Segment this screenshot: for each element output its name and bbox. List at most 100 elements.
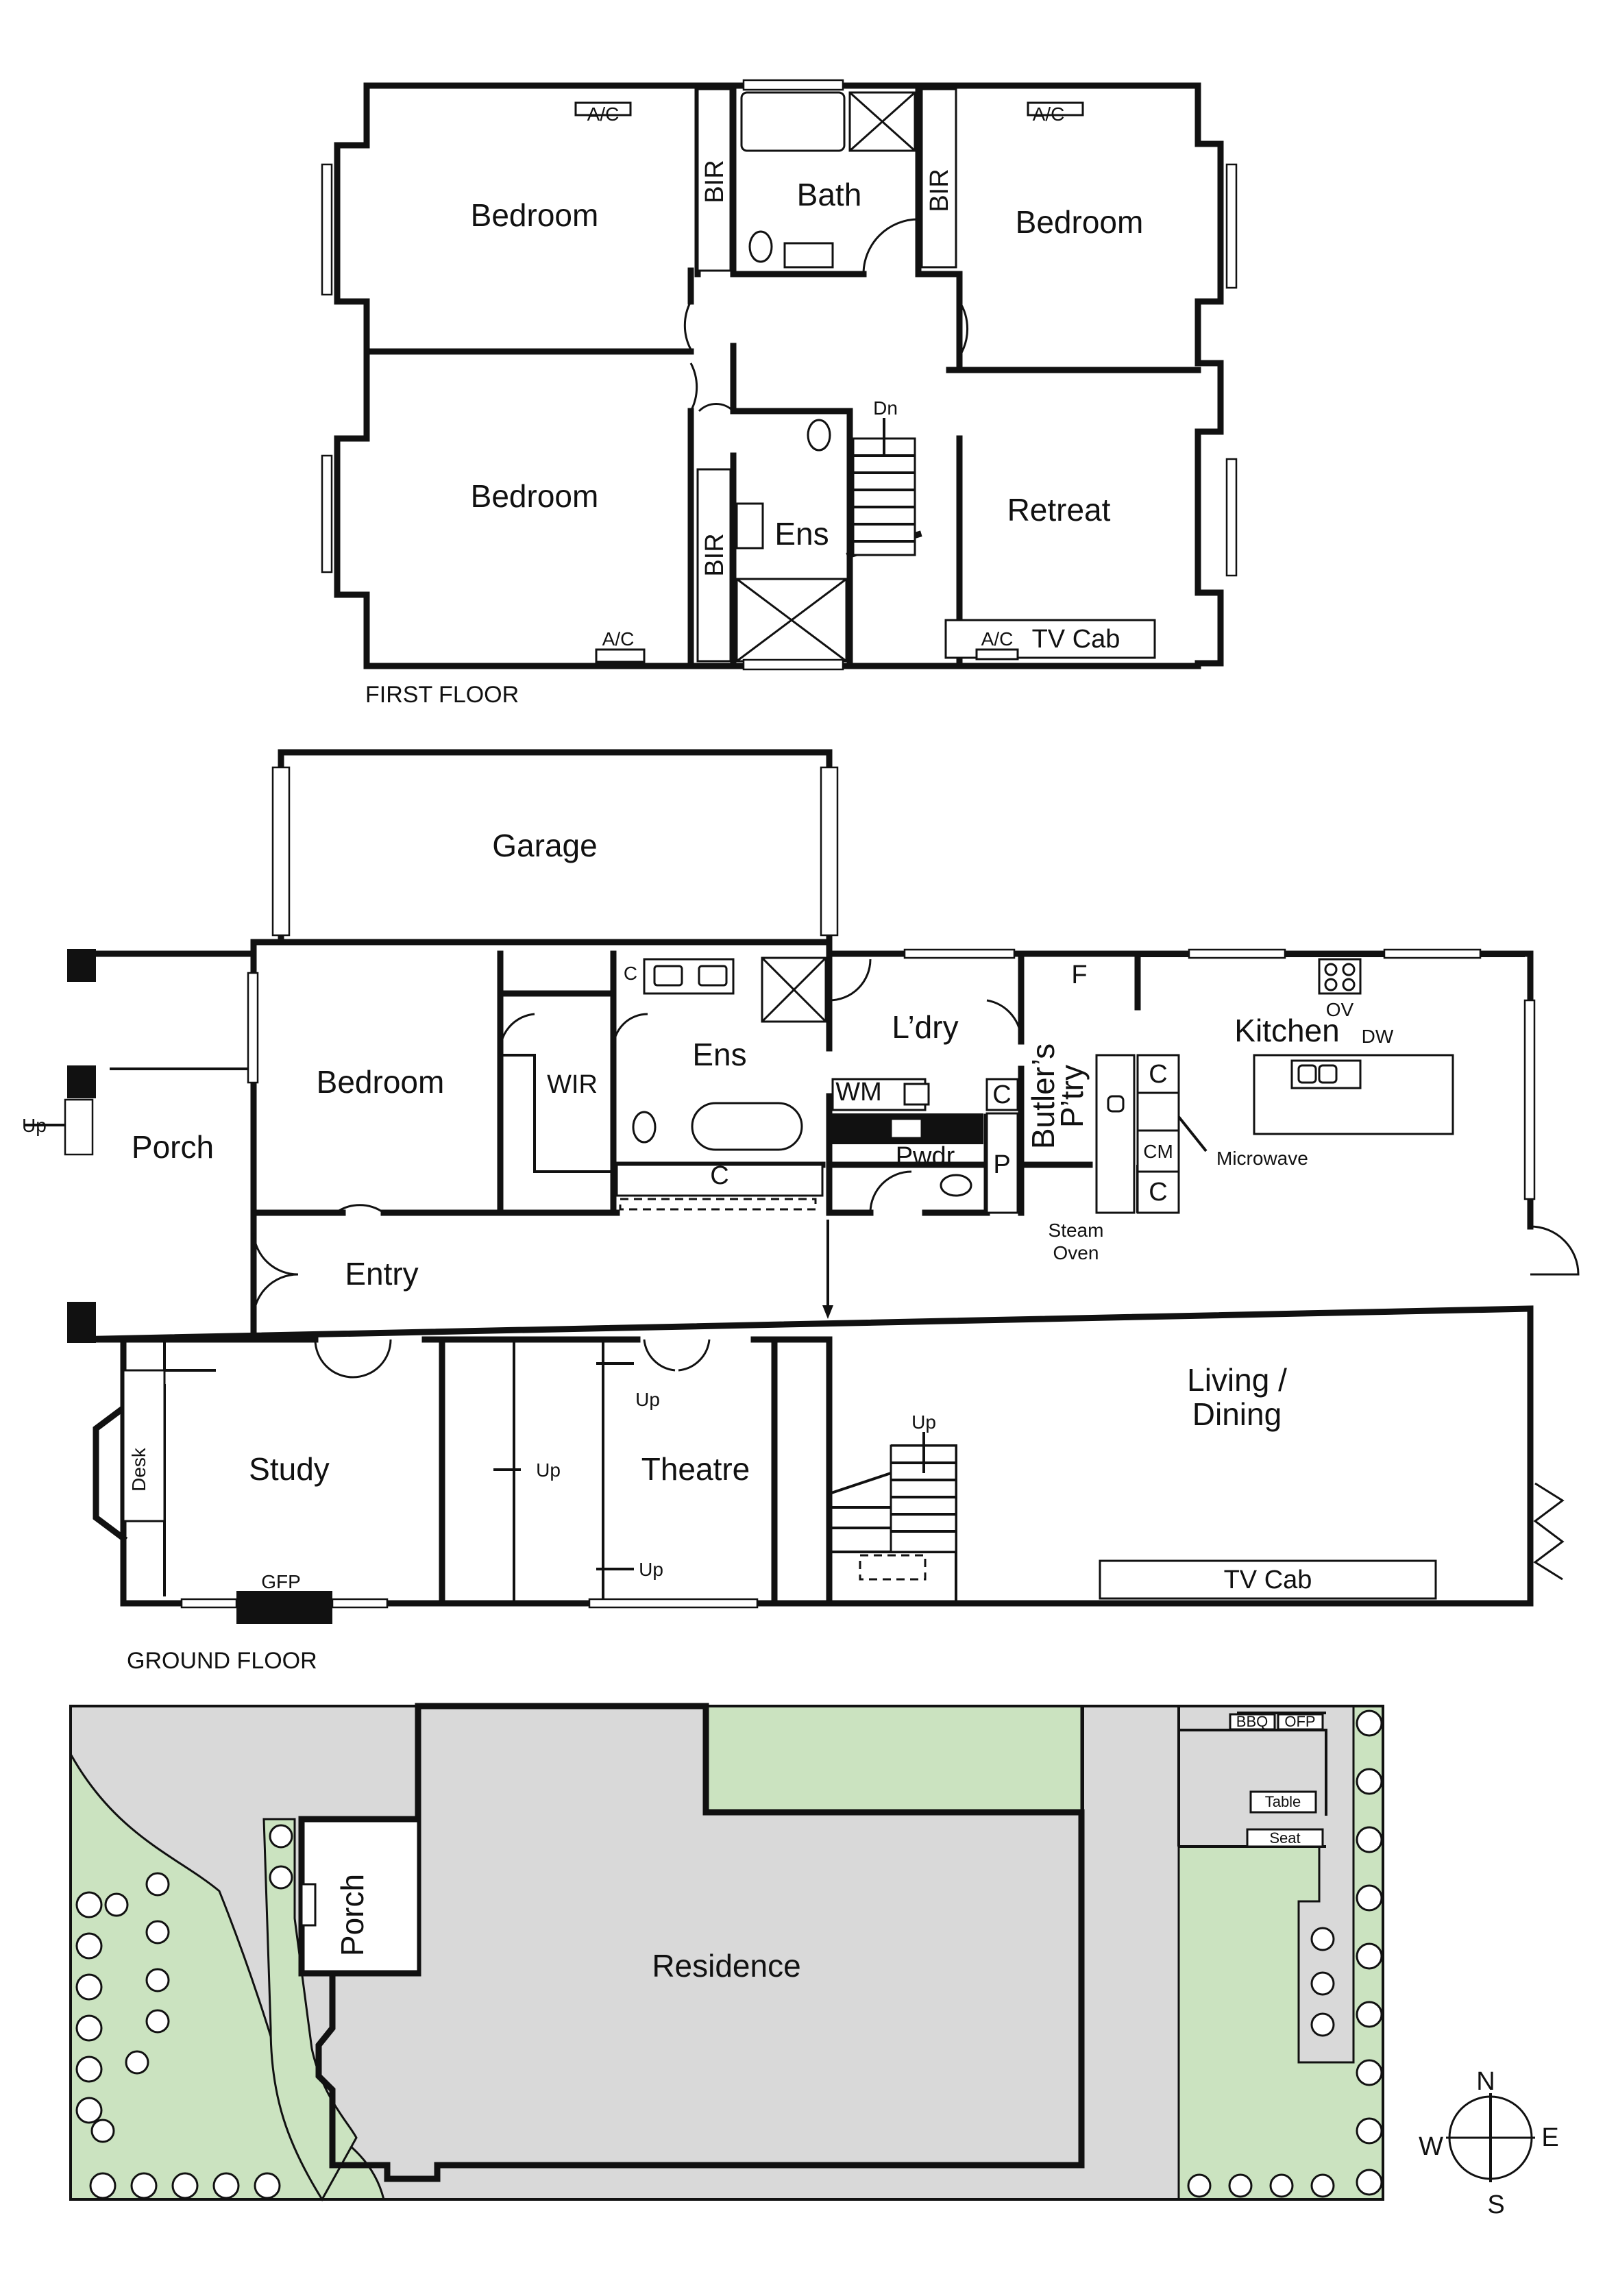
label-tv-cab-first: TV Cab — [1032, 625, 1120, 654]
site-label-bbq: BBQ — [1236, 1713, 1268, 1730]
room-porch: Porch — [132, 1129, 214, 1165]
label-bir-3: BIR — [700, 533, 729, 576]
door-hall-nw — [683, 301, 692, 350]
lawn-rear — [705, 1705, 1083, 1814]
label-wm: WM — [835, 1078, 882, 1107]
label-desk: Desk — [128, 1447, 149, 1492]
desk — [122, 1369, 166, 1522]
stairs-first-floor — [852, 418, 916, 556]
compass-w: W — [1419, 2132, 1443, 2161]
porch-pier-2 — [67, 1065, 96, 1098]
label-bir-1: BIR — [700, 160, 729, 203]
room-butlers-pantry-line2: P’try — [1054, 1065, 1090, 1128]
site-seat — [1246, 1828, 1324, 1848]
butler-p — [985, 1112, 1019, 1214]
room-living-line1: Living / — [1187, 1362, 1287, 1398]
label-ov: OV — [1326, 999, 1354, 1020]
first-floor-outer-wall — [334, 82, 1224, 669]
site-boundary — [69, 1705, 1384, 2201]
room-ensuite-ground: Ens — [692, 1037, 746, 1072]
site-trees — [75, 1709, 1383, 2199]
room-bedroom-ne: Bedroom — [1016, 204, 1144, 240]
window-ff-1 — [321, 163, 333, 296]
toilet-ens — [807, 419, 831, 452]
label-c-kitchen-1: C — [1149, 1060, 1167, 1089]
room-wir: WIR — [547, 1070, 598, 1099]
garage-door-east — [820, 766, 839, 937]
site-label-ofp: OFP — [1284, 1713, 1315, 1730]
label-ac-4: A/C — [981, 628, 1014, 650]
label-steam-oven-1: Steam — [1049, 1220, 1104, 1241]
room-living-line2: Dining — [1192, 1396, 1282, 1432]
room-study: Study — [249, 1451, 330, 1487]
label-tv-cab-ground: TV Cab — [1224, 1566, 1312, 1594]
label-f: F — [1071, 961, 1087, 989]
label-c-kitchen-2: C — [1149, 1178, 1167, 1207]
label-first-floor: FIRST FLOOR — [365, 682, 519, 708]
porch-pier-3 — [67, 1302, 96, 1343]
ens-bathtub — [691, 1102, 803, 1151]
label-c-ens-bottom: C — [710, 1161, 728, 1190]
label-dw: DW — [1362, 1026, 1394, 1047]
ground-floor-interior-walls — [120, 950, 1141, 1607]
site-label-seat: Seat — [1269, 1829, 1300, 1847]
compass-n: N — [1476, 2067, 1495, 2096]
bir-wardrobe-3 — [696, 468, 732, 663]
room-kitchen: Kitchen — [1234, 1013, 1339, 1048]
room-entry: Entry — [345, 1256, 418, 1292]
vanity-ens — [735, 502, 764, 550]
kitchen-c-1 — [1136, 1054, 1180, 1094]
first-floor: Bedroom Bedroom Bedroom Bath Ens Retreat… — [321, 79, 1238, 708]
tv-cab-ground-floor — [1099, 1559, 1437, 1600]
ground-floor: Garage Porch Bedroom WIR Ens L’dry Butle… — [22, 749, 1580, 1674]
compass: N E S W — [1419, 2067, 1559, 2219]
residence-footprint — [315, 1703, 1085, 2182]
window-ff-2 — [321, 454, 333, 573]
label-p: P — [993, 1150, 1010, 1179]
label-stairs-dn: Dn — [873, 397, 898, 419]
bir-wardrobe-1 — [696, 88, 732, 272]
kitchen-cm — [1136, 1129, 1180, 1173]
label-gfp: GFP — [261, 1571, 301, 1592]
label-ground-floor: GROUND FLOOR — [127, 1648, 317, 1674]
site-ofp — [1277, 1713, 1324, 1731]
outdoor-living-area — [1081, 1706, 1327, 1848]
powder-toilet — [940, 1174, 972, 1197]
stairs-ground-floor — [829, 1432, 957, 1581]
room-bath: Bath — [797, 177, 862, 212]
site-bbq — [1229, 1713, 1276, 1731]
label-up-theatre-2: Up — [536, 1459, 561, 1481]
ens-cupboard — [615, 1163, 824, 1197]
garage-door-west — [271, 766, 291, 937]
bifold-doors — [1533, 1482, 1565, 1581]
room-garage: Garage — [492, 828, 597, 863]
room-laundry: L’dry — [892, 1009, 958, 1045]
label-up-stairs: Up — [911, 1411, 936, 1433]
gfp-fireplace — [236, 1591, 332, 1624]
label-cm: CM — [1143, 1141, 1173, 1162]
label-c-ens-top: C — [624, 963, 637, 984]
label-ac-2: A/C — [1033, 103, 1065, 125]
room-butlers-pantry-line1: Butler’s — [1025, 1044, 1061, 1149]
room-bedroom-sw: Bedroom — [471, 478, 599, 514]
room-theatre: Theatre — [641, 1451, 750, 1487]
label-ac-3: A/C — [602, 628, 635, 650]
kitchen-c-2 — [1136, 1170, 1180, 1214]
room-retreat: Retreat — [1007, 492, 1111, 528]
label-bir-2: BIR — [925, 169, 954, 212]
site-plan: Porch Residence BBQ OFP Table Seat — [69, 1703, 1384, 2201]
ens-toilet — [632, 1111, 657, 1144]
bathtub — [740, 91, 846, 152]
butler-c — [985, 1078, 1019, 1111]
label-up-porch: Up — [22, 1115, 47, 1136]
site-table — [1249, 1790, 1317, 1814]
label-steam-oven-2: Oven — [1053, 1242, 1099, 1263]
site-label-table: Table — [1265, 1793, 1301, 1810]
room-bedroom-ground: Bedroom — [317, 1064, 445, 1100]
bir-wardrobe-2 — [920, 88, 957, 269]
toilet-bath — [748, 230, 773, 263]
room-powder: Pwdr — [896, 1142, 955, 1171]
label-c-butler: C — [992, 1081, 1011, 1109]
label-ac-1: A/C — [587, 103, 620, 125]
